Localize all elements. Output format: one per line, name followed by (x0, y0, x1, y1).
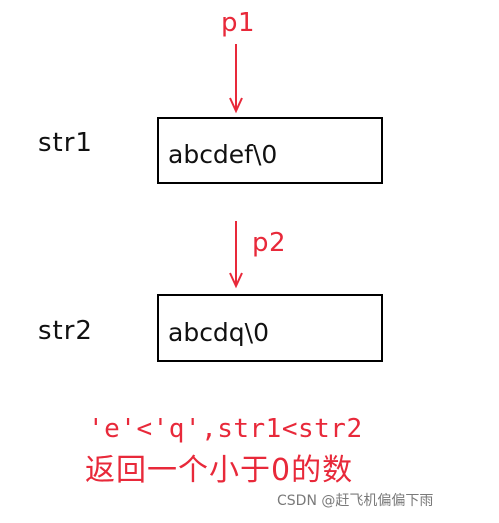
str1-box: abcdef\0 (157, 117, 383, 184)
csdn-watermark: CSDN @赶飞机偏偏下雨 (277, 493, 434, 509)
result-caption: 返回一个小于0的数 (85, 453, 354, 488)
p2-arrow (229, 221, 243, 289)
p2-label: p2 (252, 228, 287, 258)
str1-label: str1 (38, 128, 93, 158)
p1-label: p1 (221, 8, 256, 38)
str2-value: abcdq\0 (168, 318, 270, 347)
comparison-caption: 'e'<'q',str1<str2 (88, 414, 363, 444)
str2-box: abcdq\0 (157, 294, 383, 362)
str2-label: str2 (38, 316, 93, 346)
p1-arrow (229, 44, 243, 114)
str1-value: abcdef\0 (168, 140, 278, 169)
